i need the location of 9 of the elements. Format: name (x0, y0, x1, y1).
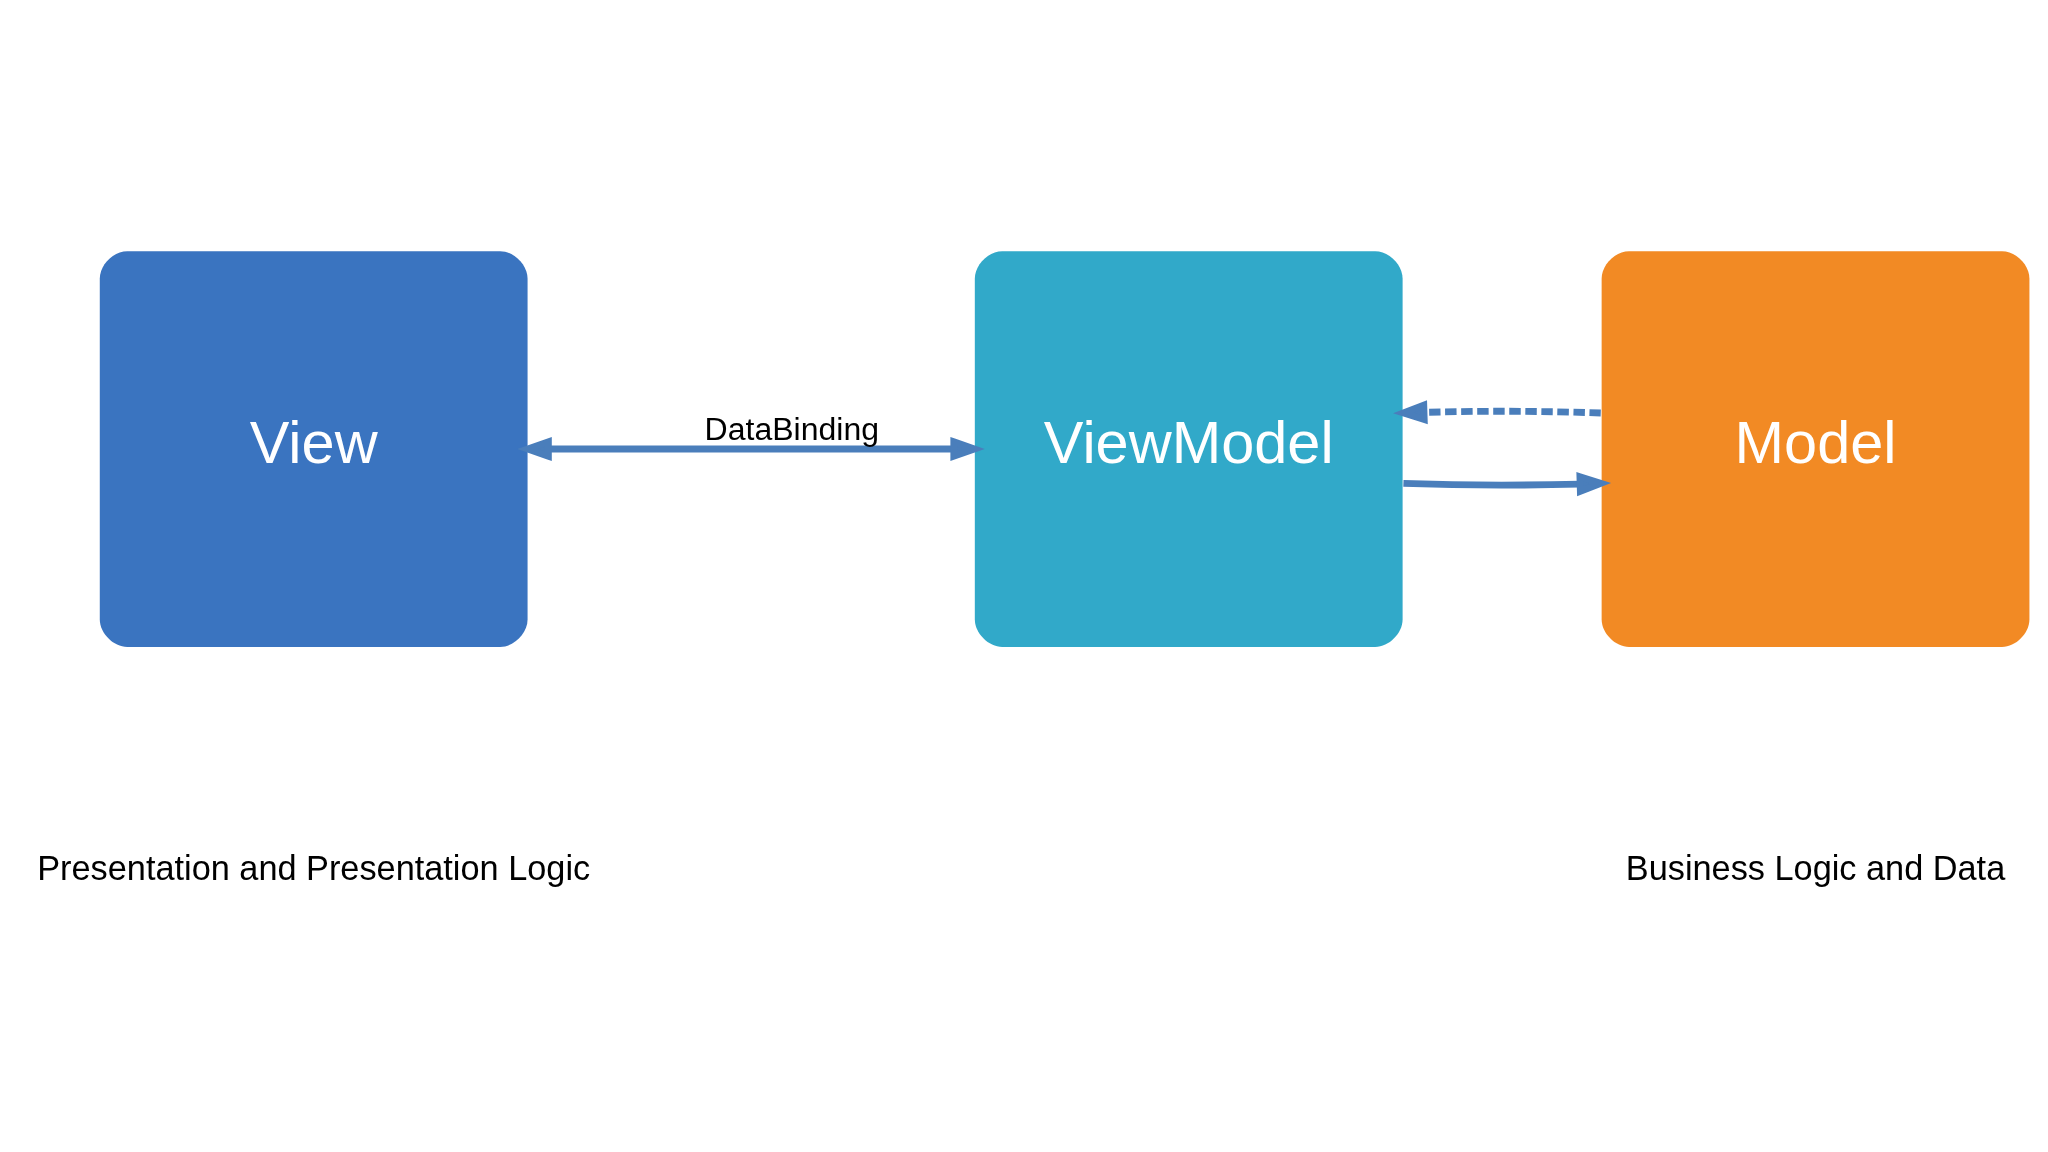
arrow (1403, 472, 1612, 497)
edge-label: DataBinding (704, 411, 880, 448)
label: Presentation and Presentation Logic (37, 849, 591, 888)
node-box: Model (1601, 251, 2030, 647)
arrow (1393, 400, 1601, 425)
node-box: ViewModel (974, 251, 1403, 647)
label: Business Logic and Data (1625, 849, 2006, 888)
arrow (517, 437, 985, 462)
node-box: View (99, 251, 528, 647)
